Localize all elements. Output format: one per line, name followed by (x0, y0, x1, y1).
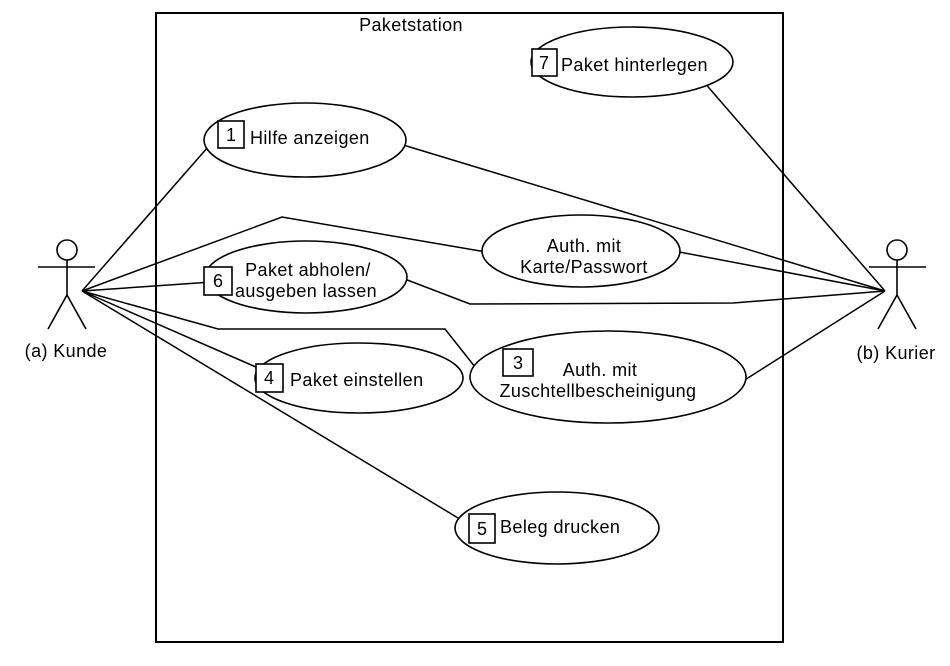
usecase-number-6: 6 (213, 271, 223, 291)
usecase-number-box-7 (531, 48, 558, 77)
actor-kunde-right-leg (66, 294, 87, 330)
association-kurier-paket-abholen (401, 277, 886, 305)
usecase-number-3: 3 (513, 353, 523, 373)
association-kunde-auth-zustellbescheinigung (81, 290, 480, 373)
usecase-number-7: 7 (539, 53, 549, 73)
association-kurier-auth-zustellbescheinigung (739, 290, 886, 384)
usecase-paket-einstellen (254, 342, 464, 414)
actor-kurier-right-leg (896, 294, 917, 330)
usecase-label-paket-abholen-line1: Paket abholen/ (245, 260, 371, 280)
association-kurier-paket-hinterlegen (702, 80, 886, 292)
usecase-number-box-3 (502, 348, 534, 377)
usecase-number-5: 5 (477, 519, 487, 539)
usecase-auth-karte (481, 214, 681, 288)
usecase-number-4: 4 (264, 368, 274, 388)
usecase-number-box-6 (203, 266, 233, 296)
actor-kunde-label: (a) Kunde (25, 341, 108, 361)
actor-kunde: (a) Kunde (25, 239, 108, 361)
usecase-number-1: 1 (226, 125, 236, 145)
usecase-number-box-4 (255, 363, 284, 393)
usecase-label-hilfe-anzeigen: Hilfe anzeigen (250, 128, 370, 148)
usecase-label-paket-hinterlegen: Paket hinterlegen (561, 55, 708, 75)
usecase-auth-zustellbescheinigung (469, 330, 747, 424)
usecase-number-box-5 (468, 513, 496, 544)
usecase-label-paket-abholen-line2: ausgeben lassen (235, 281, 377, 301)
usecase-number-box-1 (217, 120, 245, 149)
usecase-label-beleg-drucken: Beleg drucken (500, 517, 620, 537)
actor-kurier-head (886, 239, 908, 261)
usecase-label-paket-einstellen: Paket einstellen (290, 370, 423, 390)
actor-kunde-head (56, 239, 78, 261)
association-kunde-beleg-drucken (81, 290, 464, 522)
association-kurier-auth-karte (673, 250, 886, 292)
association-kunde-paket-einstellen (81, 290, 266, 372)
usecase-label-auth-karte-line2: Karte/Passwort (520, 257, 648, 277)
association-kunde-paket-abholen (81, 281, 213, 292)
usecase-paket-hinterlegen (530, 26, 734, 98)
system-title: Paketstation (359, 15, 463, 35)
usecase-label-auth-karte-line1: Auth. mit (547, 236, 622, 256)
association-kunde-auth-karte (81, 216, 493, 292)
actor-kurier-label: (b) Kurier (856, 343, 935, 363)
usecase-beleg-drucken (454, 491, 660, 565)
actor-kunde-left-leg (47, 294, 68, 330)
association-kurier-hilfe-anzeigen (399, 143, 886, 292)
actor-kurier: (b) Kurier (856, 239, 935, 363)
usecase-label-auth-zustellbescheinigung-line1: Auth. mit (563, 360, 638, 380)
association-kunde-hilfe-anzeigen (81, 138, 216, 292)
actor-kurier-left-leg (877, 294, 898, 330)
system-boundary (155, 12, 784, 643)
usecase-label-auth-zustellbescheinigung-line2: Zuschtellbescheinigung (500, 381, 697, 401)
usecase-hilfe-anzeigen (203, 102, 407, 178)
